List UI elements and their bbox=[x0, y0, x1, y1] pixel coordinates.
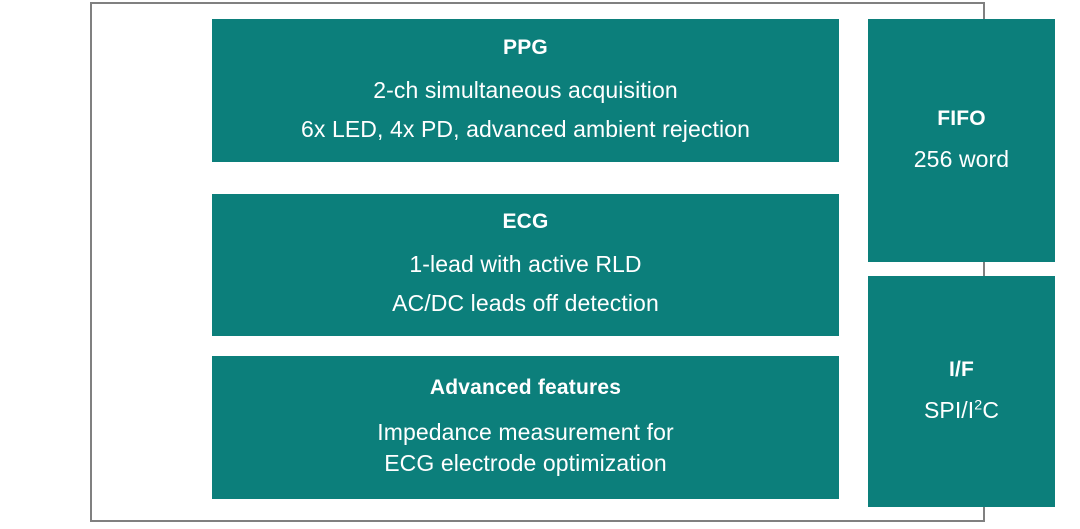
block-fifo-title: FIFO bbox=[937, 107, 986, 131]
block-fifo-line-1: 256 word bbox=[913, 146, 1010, 173]
block-interface-line-1: SPI/I2C bbox=[924, 396, 999, 425]
block-interface-line-1-suffix: C bbox=[982, 397, 1000, 424]
block-interface-line-1-prefix: SPI/I bbox=[923, 397, 975, 424]
block-advanced-features-line-1: Impedance measurement for bbox=[377, 418, 674, 445]
block-advanced-features-line-2: ECG electrode optimization bbox=[384, 449, 667, 476]
block-interface: I/F SPI/I2C bbox=[868, 276, 1055, 507]
block-ppg: PPG 2-ch simultaneous acquisition 6x LED… bbox=[212, 19, 839, 162]
block-ppg-title: PPG bbox=[503, 35, 548, 59]
block-interface-title: I/F bbox=[948, 358, 975, 382]
block-ecg-line-1: 1-lead with active RLD bbox=[409, 251, 642, 277]
block-fifo: FIFO 256 word bbox=[868, 19, 1055, 262]
block-advanced-features: Advanced features Impedance measurement … bbox=[212, 356, 839, 499]
block-ppg-line-1: 2-ch simultaneous acquisition bbox=[373, 76, 678, 103]
block-ecg-title: ECG bbox=[502, 210, 549, 234]
diagram-outer-frame: PPG 2-ch simultaneous acquisition 6x LED… bbox=[90, 2, 1055, 522]
block-ecg: ECG 1-lead with active RLD AC/DC leads o… bbox=[212, 194, 839, 336]
block-advanced-features-title: Advanced features bbox=[429, 375, 622, 399]
block-ppg-line-2: 6x LED, 4x PD, advanced ambient rejectio… bbox=[300, 115, 750, 142]
block-interface-line-1-superscript: 2 bbox=[974, 397, 983, 414]
block-ecg-line-2: AC/DC leads off detection bbox=[392, 290, 659, 317]
